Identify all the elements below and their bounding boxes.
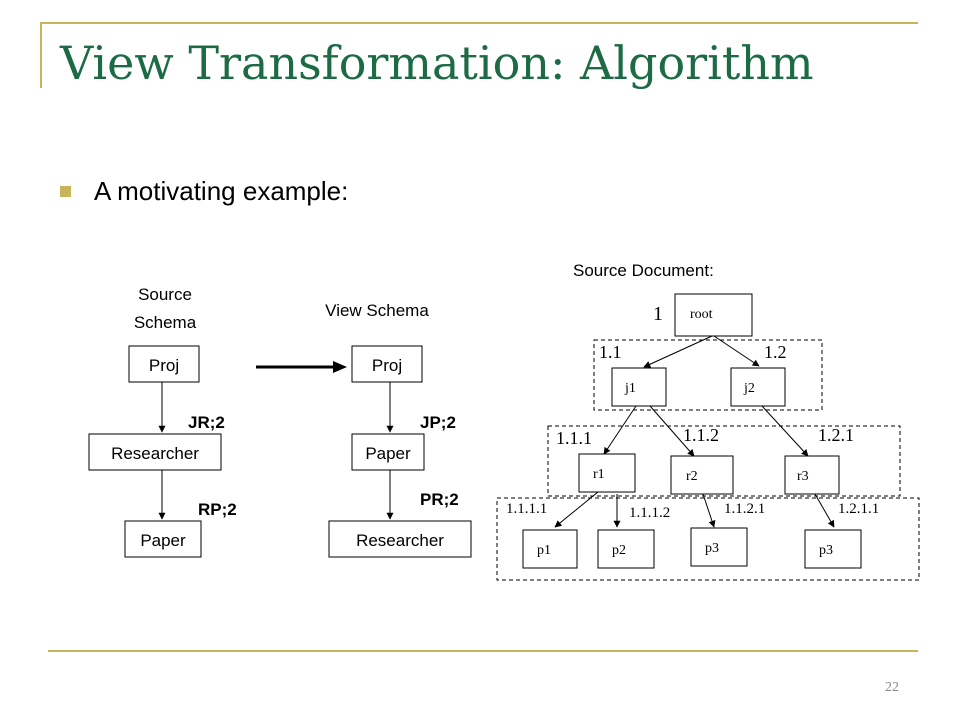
bullet-text: A motivating example: bbox=[94, 176, 349, 206]
doc-p3b-box bbox=[804, 529, 862, 569]
doc-edge-r2-p3 bbox=[702, 493, 716, 528]
doc-r1-label: r1 bbox=[593, 467, 605, 482]
doc-r3-label: r3 bbox=[797, 469, 809, 484]
doc-p3a-label: p3 bbox=[705, 541, 719, 556]
doc-edge-r1-p1 bbox=[554, 491, 599, 528]
view-edge-jp-label: JP;2 bbox=[420, 413, 456, 432]
doc-j1-box bbox=[611, 367, 667, 407]
doc-level3-group bbox=[496, 497, 920, 581]
doc-r2-label: r2 bbox=[686, 469, 698, 484]
source-edge-jr-label: JR;2 bbox=[188, 413, 225, 432]
source-schema-heading-line1: Source bbox=[138, 285, 192, 304]
view-edge-pr-label: PR;2 bbox=[420, 490, 459, 509]
doc-edge-j1-r2 bbox=[649, 405, 695, 457]
doc-r2-box bbox=[670, 455, 734, 495]
slide-title: View Transformation: Algorithm bbox=[60, 36, 814, 90]
doc-edge-root-j2 bbox=[713, 335, 760, 367]
doc-root-box bbox=[674, 293, 753, 337]
doc-j2-box bbox=[730, 367, 786, 407]
doc-edge-j1-r1 bbox=[603, 405, 637, 455]
doc-j1-id: 1.1 bbox=[599, 342, 622, 362]
view-node-proj: Proj bbox=[372, 356, 402, 375]
doc-p1-id: 1.1.1.1 bbox=[506, 501, 547, 517]
doc-edge-r3-p3 bbox=[814, 493, 835, 528]
doc-edge-root-j1 bbox=[643, 335, 713, 368]
frame-bottom-rule bbox=[48, 650, 918, 652]
view-node-paper-box bbox=[351, 433, 425, 471]
view-node-paper: Paper bbox=[365, 444, 411, 463]
doc-root-label: root bbox=[690, 307, 713, 322]
doc-root-id: 1 bbox=[653, 303, 663, 325]
source-node-proj: Proj bbox=[149, 356, 179, 375]
doc-p3a-box bbox=[690, 527, 748, 567]
doc-j2-label: j2 bbox=[743, 381, 755, 396]
doc-r1-box bbox=[578, 453, 636, 493]
doc-level1-group bbox=[593, 339, 823, 411]
doc-j1-label: j1 bbox=[624, 381, 636, 396]
doc-r2-id: 1.1.2 bbox=[683, 425, 719, 445]
transform-arrow-head bbox=[333, 361, 347, 373]
frame-left-rule bbox=[40, 22, 42, 88]
doc-r3-id: 1.2.1 bbox=[818, 425, 854, 445]
doc-p3b-id: 1.2.1.1 bbox=[838, 501, 879, 517]
doc-j2-id: 1.2 bbox=[764, 342, 787, 362]
view-schema-heading: View Schema bbox=[325, 301, 429, 320]
source-edge-rp-label: RP;2 bbox=[198, 500, 237, 519]
source-node-paper-box bbox=[124, 520, 202, 558]
view-node-researcher: Researcher bbox=[356, 531, 444, 550]
doc-p3a-id: 1.1.2.1 bbox=[724, 501, 765, 517]
source-node-researcher-box bbox=[88, 433, 222, 471]
doc-level2-group bbox=[547, 425, 901, 497]
doc-p3b-label: p3 bbox=[819, 543, 833, 558]
source-node-proj-box bbox=[128, 345, 200, 383]
bullet-square-icon bbox=[60, 186, 71, 197]
view-node-proj-box bbox=[351, 345, 423, 383]
doc-edge-j2-r3 bbox=[761, 405, 809, 457]
doc-p1-label: p1 bbox=[537, 543, 551, 558]
source-schema-heading-line2: Schema bbox=[134, 313, 197, 332]
page-number: 22 bbox=[885, 680, 899, 695]
doc-p1-box bbox=[522, 529, 578, 569]
source-node-paper: Paper bbox=[140, 531, 186, 550]
source-node-researcher: Researcher bbox=[111, 444, 199, 463]
source-document-heading: Source Document: bbox=[573, 261, 714, 280]
doc-p2-label: p2 bbox=[612, 543, 626, 558]
view-node-researcher-box bbox=[328, 520, 472, 558]
doc-r1-id: 1.1.1 bbox=[556, 428, 592, 448]
doc-r3-box bbox=[784, 455, 840, 495]
doc-p2-box bbox=[597, 529, 655, 569]
frame-top-rule bbox=[42, 22, 918, 24]
doc-p2-id: 1.1.1.2 bbox=[629, 505, 670, 521]
